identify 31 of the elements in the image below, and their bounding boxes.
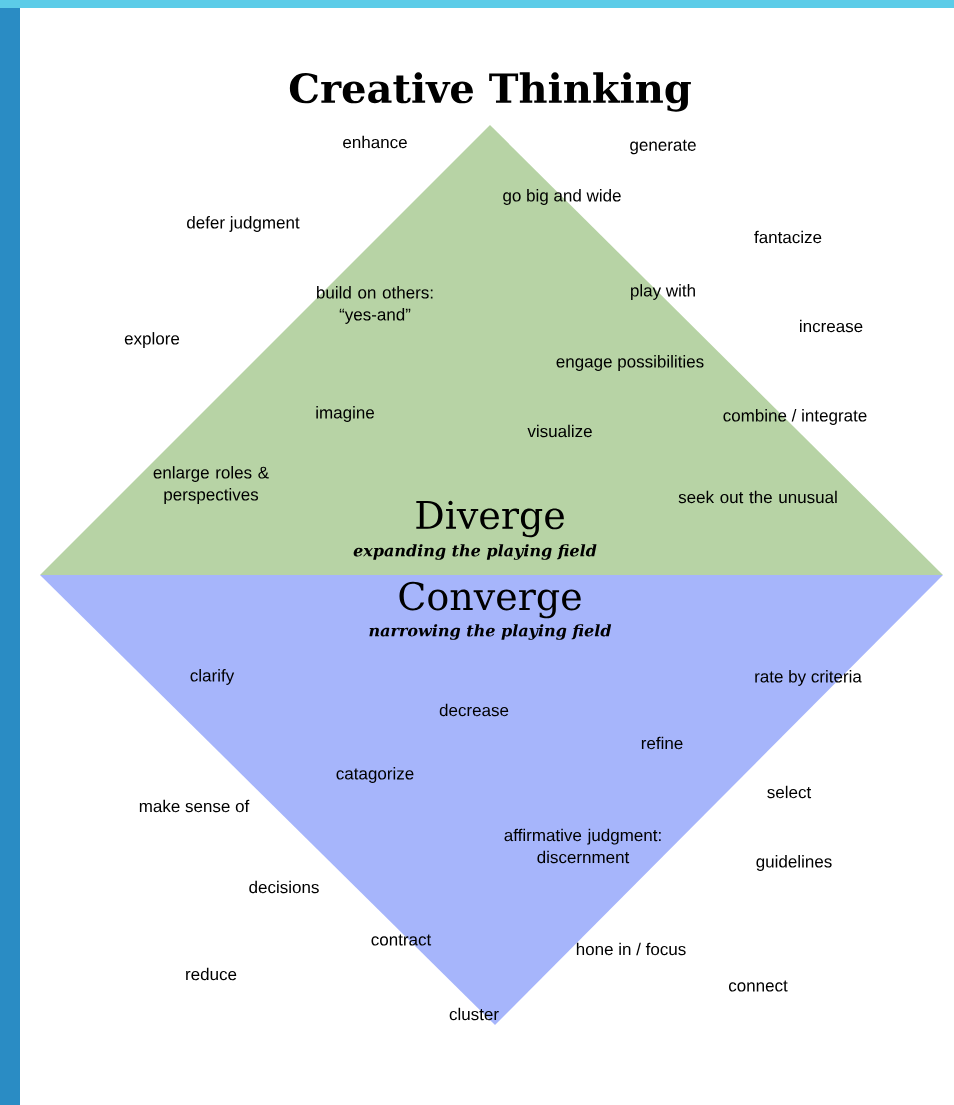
word-label: catagorize (336, 767, 414, 783)
word-label: combine / integrate (723, 409, 867, 425)
word-label: increase (800, 319, 863, 333)
word-label: engage possibilities (556, 355, 704, 371)
title: Creative Thinking (289, 72, 691, 112)
word-label: seek out the unusual (678, 490, 837, 504)
word-label: select (767, 785, 812, 799)
word-label: hone in / focus (576, 942, 686, 956)
word-label: decisions (249, 880, 319, 894)
word-label: decrease (439, 703, 509, 717)
word-label: reduce (186, 967, 237, 981)
word-label: imagine (316, 406, 374, 422)
word-label: cluster (449, 1007, 499, 1021)
word-label: make sense of (139, 799, 250, 813)
word-label: generate (630, 139, 696, 155)
word-label: enhance (343, 135, 407, 149)
word-label: defer judgment (187, 216, 300, 232)
word-label: guidelines (756, 855, 832, 871)
word-label: play with (631, 284, 695, 300)
word-label: contract (371, 934, 432, 946)
word-label: fantacize (754, 230, 822, 244)
word-label: explore (124, 332, 180, 348)
word-label: enlarge roles & perspectives (153, 466, 269, 504)
word-label: affirmative judgment: discernment (504, 828, 661, 864)
word-label: go big and wide (503, 189, 621, 205)
word-label: connect (728, 980, 788, 992)
word-label: rate by criteria (755, 670, 862, 686)
word-label: clarify (190, 669, 235, 685)
word-label: build on others: “yes-and” (317, 286, 433, 324)
word-label: refine (641, 736, 683, 750)
word-label: visualize (527, 424, 592, 438)
